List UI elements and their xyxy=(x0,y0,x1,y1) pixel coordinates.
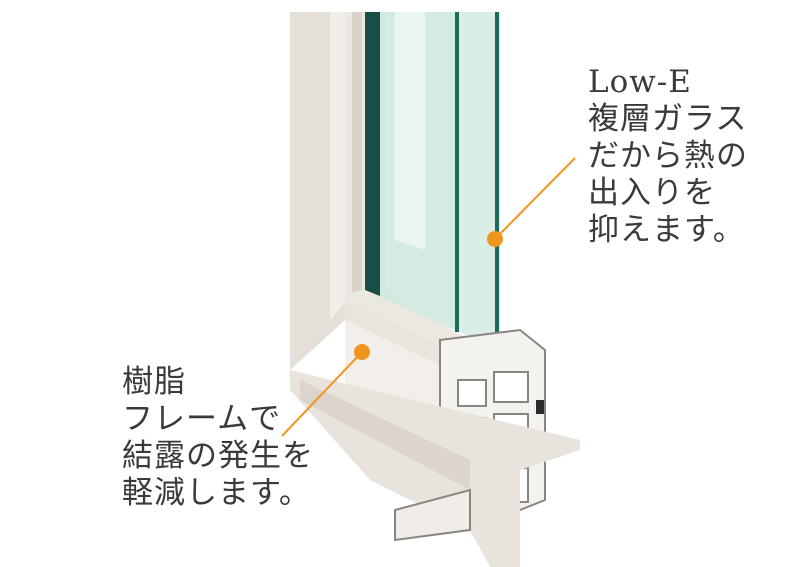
glass-callout-text: Low-E 複層ガラス だから熱の 出入りを 抑えます。 xyxy=(588,64,748,249)
frame-callout-text: 樹脂 フレームで 結露の発生を 軽減します。 xyxy=(122,364,314,512)
frame-callout-line: フレームで xyxy=(122,401,282,437)
inner-glass-dark-edge xyxy=(365,12,380,296)
glass-callout-line: Low-E xyxy=(588,64,692,100)
bottom-ledge-shadow xyxy=(300,380,470,490)
frame-sill-top xyxy=(345,300,470,380)
frame-callout-dot xyxy=(354,344,370,360)
profile-chamber-1 xyxy=(457,379,487,407)
glass-callout-line: 複層ガラス xyxy=(588,101,748,137)
frame-callout-leader xyxy=(281,351,363,437)
sash-frame-shadow xyxy=(352,12,362,292)
glass-callout-line: 抑えます。 xyxy=(588,212,745,248)
profile-chamber-2 xyxy=(493,371,529,403)
glass-callout-line: だから熱の xyxy=(588,138,748,174)
outer-glass-pane xyxy=(455,12,500,350)
lower-profile xyxy=(394,488,471,542)
glass-highlight xyxy=(395,12,425,250)
glass-callout-line: 出入りを xyxy=(588,175,716,211)
frame-callout-line: 結露の発生を xyxy=(122,438,314,474)
frame-callout-line: 軽減します。 xyxy=(122,475,311,511)
weather-seal xyxy=(536,400,544,414)
frame-callout-line: 樹脂 xyxy=(122,364,186,400)
glass-callout-dot xyxy=(487,231,503,247)
glass-callout-leader xyxy=(494,157,576,240)
